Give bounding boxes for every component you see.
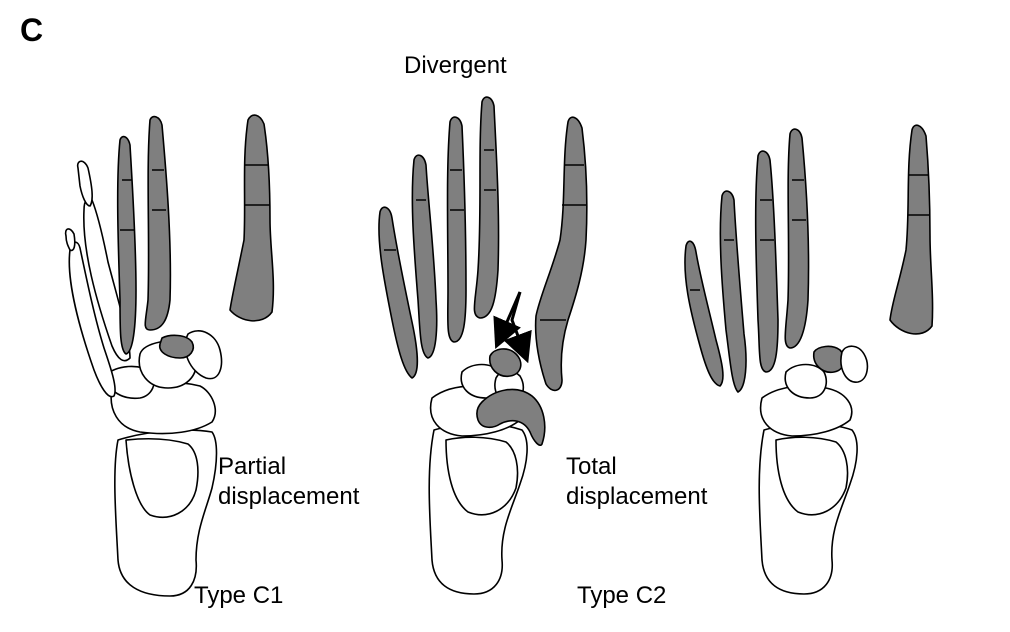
foot-right bbox=[684, 124, 934, 595]
metatarsal-c2-3 bbox=[446, 116, 467, 343]
metatarsal-right-2 bbox=[719, 190, 747, 393]
foot-c2 bbox=[378, 96, 588, 595]
total-line1: Total bbox=[566, 453, 617, 480]
cuneiform-right-b bbox=[840, 345, 869, 383]
arrow-right bbox=[503, 291, 532, 364]
type-c1-label: Type C1 bbox=[194, 582, 284, 609]
partial-line2: displacement bbox=[218, 483, 360, 510]
metatarsal-right-3 bbox=[754, 150, 779, 373]
phalanx-c1-lat2 bbox=[76, 160, 93, 207]
metatarsal-c1-s1 bbox=[116, 135, 137, 355]
phalanx-c1-lat1 bbox=[64, 228, 76, 252]
metatarsal-c1-big bbox=[229, 114, 275, 322]
metatarsal-right-big bbox=[889, 124, 934, 335]
cuneiform-c2-shaded-large bbox=[476, 388, 546, 447]
figure-title: Divergent bbox=[404, 52, 507, 79]
metatarsal-right-4 bbox=[784, 128, 810, 349]
metatarsal-c2-big bbox=[534, 116, 588, 392]
partial-line1: Partial bbox=[218, 453, 287, 480]
metatarsal-right-1 bbox=[684, 240, 724, 387]
talus-c1 bbox=[125, 438, 199, 519]
total-displacement-label: Total displacement bbox=[566, 452, 707, 512]
cuneiform-c1-b bbox=[184, 330, 223, 380]
talus-right bbox=[775, 436, 849, 516]
metatarsal-c2-1 bbox=[378, 206, 419, 379]
cuneiform-c1-shaded bbox=[158, 334, 195, 359]
metatarsal-c1-s2 bbox=[144, 115, 172, 331]
metatarsal-c2-2 bbox=[411, 154, 438, 359]
total-line2: displacement bbox=[566, 483, 708, 510]
type-c2-label: Type C2 bbox=[577, 582, 667, 609]
partial-displacement-label: Partial displacement bbox=[218, 452, 359, 512]
talus-c2 bbox=[445, 436, 519, 516]
foot-c1 bbox=[64, 114, 275, 597]
metatarsal-c1-lat1 bbox=[68, 241, 116, 398]
panel-letter: C bbox=[20, 12, 44, 48]
cuboid-c1 bbox=[103, 365, 156, 400]
cuboid-right bbox=[784, 363, 828, 399]
metatarsal-c2-4 bbox=[473, 96, 500, 319]
displacement-arrows bbox=[493, 291, 532, 364]
